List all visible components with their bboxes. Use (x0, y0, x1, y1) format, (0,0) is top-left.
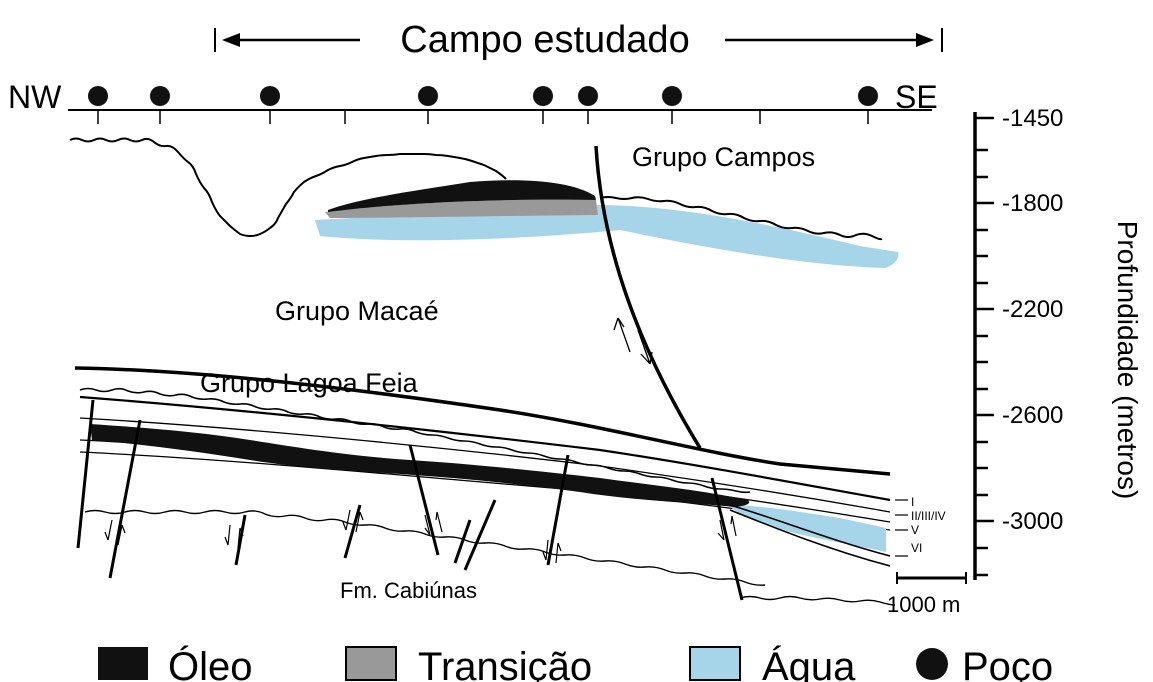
well-marker (150, 86, 170, 106)
legend-swatch-oil (98, 647, 148, 680)
basement-unconformity (84, 509, 766, 586)
minor-faults (76, 399, 744, 601)
unconformity-lower (79, 387, 751, 494)
scale-bar-label: 1000 m (887, 592, 960, 617)
well-marker (662, 86, 682, 106)
top-lagoa-feia (74, 366, 891, 476)
orientation-nw-label: NW (8, 79, 62, 115)
depth-tick-label: -3000 (1002, 508, 1063, 535)
grupo-macae-label: Grupo Macaé (275, 296, 439, 326)
depth-tick-label: -1450 (1002, 105, 1063, 132)
oil-zone-upper (328, 180, 596, 212)
transition-zone-upper (325, 199, 598, 218)
legend-well-marker (916, 648, 948, 680)
legend-label-well: Poço (962, 645, 1053, 682)
legend-label-water: Água (762, 644, 856, 682)
zone-label: VI (911, 541, 922, 555)
well-marker (858, 86, 878, 106)
depth-tick-label: -2600 (1002, 402, 1063, 429)
zone-labels: I II/III/IV V VI (895, 495, 946, 557)
fault-slip-arrows (613, 317, 653, 365)
wells (88, 86, 878, 106)
zone-label: I (911, 495, 914, 509)
unconformity-upper-right (599, 196, 883, 241)
oil-zone-lower (90, 424, 750, 507)
legend-label-oil: Óleo (168, 644, 253, 682)
zone-label: V (911, 523, 919, 537)
well-marker (260, 86, 280, 106)
well-marker (533, 86, 553, 106)
legend-swatch-water (689, 646, 741, 681)
zone-label: II/III/IV (911, 509, 946, 523)
scale-bar: 1000 m (887, 572, 967, 617)
well-line: NW SE (8, 79, 938, 124)
study-field-header: Campo estudado (214, 19, 943, 61)
main-fault (594, 145, 702, 449)
depth-axis-label: Profundidade (metros) (1112, 221, 1143, 500)
unconformity-upper (69, 137, 507, 238)
depth-tick-label: -1800 (1002, 190, 1063, 217)
fm-cabiunas-label: Fm. Cabiúnas (340, 578, 477, 603)
lower-reservoir (74, 366, 896, 606)
well-marker (578, 86, 598, 106)
depth-axis: -1450 -1800 -2200 -2600 -3000 Profundida… (973, 105, 1143, 580)
well-marker (418, 86, 438, 106)
grupo-campos-label: Grupo Campos (632, 142, 815, 172)
legend-swatch-transition (345, 646, 397, 681)
upper-reservoir (69, 137, 899, 268)
legend-label-transition: Transição (418, 645, 592, 682)
well-marker (88, 86, 108, 106)
water-zone-upper (315, 205, 899, 268)
legend: Óleo Transição Água Poço (98, 644, 1053, 682)
study-field-title: Campo estudado (400, 19, 689, 61)
depth-tick-label: -2200 (1002, 296, 1063, 323)
minor-fault-slip-arrows (104, 509, 737, 564)
